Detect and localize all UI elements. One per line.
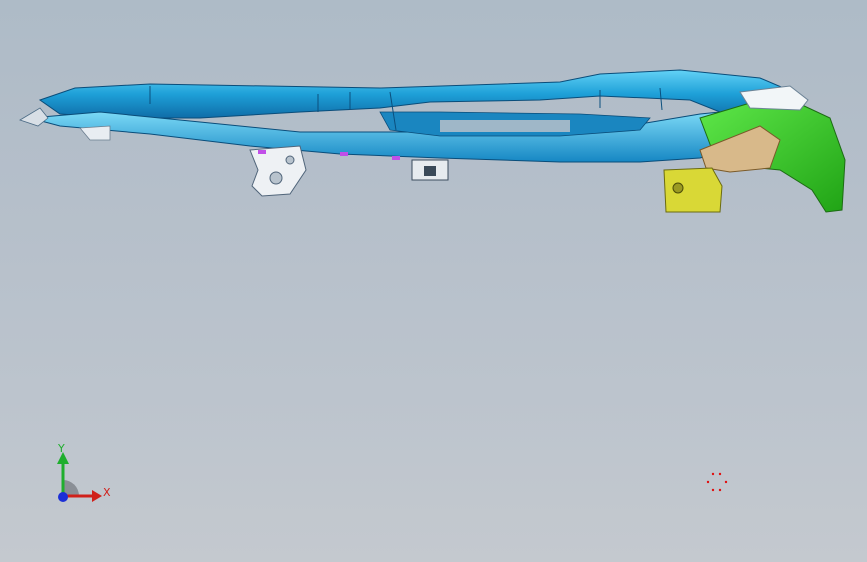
triad-y-label: Y [58, 442, 65, 455]
rail-ribs [149, 86, 663, 131]
tail-tip [19, 107, 49, 127]
origin-dots-icon [706, 472, 728, 492]
upper-rail[interactable] [38, 69, 801, 119]
coordinate-triad[interactable] [40, 440, 120, 510]
tail-cap [79, 125, 111, 141]
triad-x-arrow [92, 490, 102, 502]
middle-clip-slot [424, 166, 436, 176]
yellow-mount-hole [672, 182, 684, 194]
left-bracket-hole [269, 171, 283, 185]
triad-z-axis [58, 492, 68, 502]
triad-plane-arc [63, 480, 79, 496]
yellow-mount[interactable] [663, 167, 723, 213]
rear-tower-cap [739, 85, 809, 111]
rail-magenta-tabs [258, 150, 400, 160]
triad-y-arrow [57, 452, 69, 464]
inner-bay-gap [440, 120, 570, 132]
triad-x-label: X [103, 486, 111, 499]
left-bracket-hole-2 [285, 155, 295, 165]
